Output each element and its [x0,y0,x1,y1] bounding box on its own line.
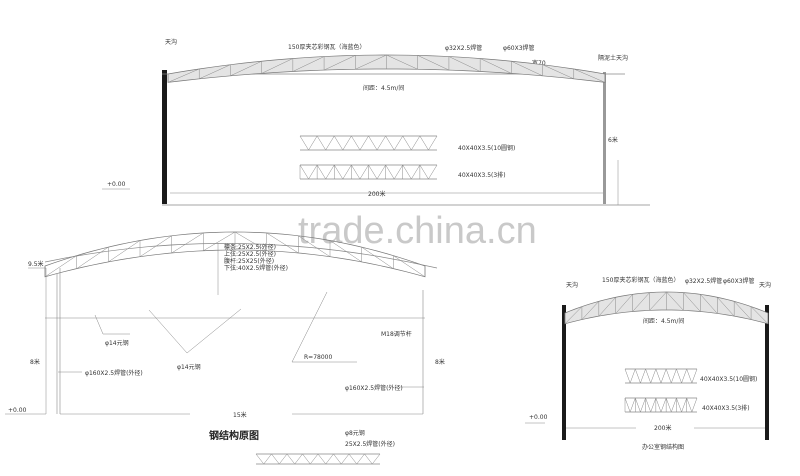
arched-truss-drawing: 9.5米 檩条:25X2.5(外径) 上弦:25X2.5(外径) 腹杆:25X2… [5,231,445,465]
top-roof-truss-diagonal [573,68,606,83]
spacing-label: 间距：4.5m/间 [363,84,404,92]
arched-truss-diagonal [234,231,267,251]
top-roof-truss-diagonal [292,56,325,72]
office-truss-b-web [624,397,698,413]
pipe-small-label: φ32X2.5焊管 [685,277,722,285]
pipe-large-label: φ60X3焊管 [723,277,755,285]
level-label: +0.00 [107,181,126,188]
right-column [765,305,769,440]
office-roof-truss-diagonal [598,297,616,317]
height-right-label: 8米 [435,358,445,366]
drawing-title: 办公室钢结构图 [642,443,684,451]
roof-panel-label: 150厚夹芯彩钢瓦（海蓝色） [288,43,365,51]
office-roof-truss-diagonal [683,292,701,312]
top-roof-truss-diagonal [167,68,200,83]
office-roof-truss-diagonal [700,294,718,314]
spacing-label: 间距：4.5m/间 [643,317,684,325]
arched-truss-diagonal [361,246,394,269]
radius-label: R=78000 [304,354,332,361]
office-roof-truss-diagonal [750,306,769,324]
top-roof-truss-diagonal [230,60,262,77]
member-label-3: 腹杆:25X25(外径) [224,257,274,265]
gutter-right-label: 天沟 [759,281,771,289]
watermark: trade.china.cn [298,210,537,252]
office-truss-drawing: 天沟 150厚夹芯彩钢瓦（海蓝色） φ32X2.5焊管 φ60X3焊管 天沟 间… [525,276,771,451]
office-roof-truss-diagonal [615,294,633,314]
arched-truss-diagonal [393,255,426,278]
height-left-label: 8米 [30,358,40,366]
arched-truss-diagonal [171,232,204,254]
height-top-label: 9.5米 [28,260,44,268]
top-roof-truss-diagonal [355,54,387,70]
top-roof-truss-diagonal [417,55,450,71]
truss-a-label: 40X40X3.5(10圆钢) [700,375,757,383]
top-roof-truss-diagonal [386,54,418,70]
top-roof-truss-diagonal [199,64,231,80]
office-roof-truss-diagonal [649,291,667,311]
span-label: 15米 [233,411,247,419]
arched-truss-diagonal [203,231,236,251]
top-roof-truss-diagonal [480,58,512,74]
truss-a-label: 40X40X3.5(10圆钢) [458,144,515,152]
width-label: 宽70 [532,59,546,67]
rod-a-label: φ14元钢 [105,339,129,347]
roof-panel-label: 150厚夹芯彩钢瓦（海蓝色） [602,276,679,284]
top-roof-truss-diagonal [511,60,543,77]
top-roof-truss-diagonal [323,55,356,71]
truss-b-label: 40X40X3.5(3排) [458,171,506,179]
adjust-rod-label: M18调节杆 [381,330,412,338]
office-truss-a-web [624,368,698,384]
level-label: +0.00 [8,407,27,414]
truss-b-web [299,164,438,180]
member-label-4: 下弦:40X2.5焊管(外径) [224,264,288,272]
truss-b-label: 40X40X3.5(3排) [702,404,750,412]
top-roof-truss-diagonal [448,56,481,72]
leader-line [94,314,130,335]
member-label-1: 檩条:25X2.5(外径) [224,243,276,251]
office-roof-truss-diagonal [666,291,684,311]
member-label-2: 上弦:25X2.5(外径) [224,250,276,258]
column-right-label: φ160X2.5焊管(外径) [345,384,403,392]
drawing-title: 钢结构原图 [209,429,259,442]
top-roof-truss-diagonal [542,64,574,80]
leader-line [148,308,242,354]
detail-pipe-label: 25X2.5焊管(外径) [345,440,395,448]
detail-truss-web [255,453,381,465]
arched-truss-diagonal [76,246,109,269]
office-roof-truss-diagonal [717,297,735,317]
arched-truss-diagonal [44,255,77,278]
office-roof-truss-diagonal [632,292,650,312]
arched-truss-diagonal [298,235,331,257]
truss-a-web [299,135,438,151]
top-truss-drawing: 天沟 150厚夹芯彩钢瓦（海蓝色） φ32X2.5焊管 φ60X3焊管 宽70 … [102,38,650,206]
left-column [162,70,167,204]
top-roof-truss-diagonal [261,58,293,74]
leader-line [291,291,357,363]
left-column [562,305,566,440]
arched-truss-diagonal [266,232,299,254]
rod-b-label: φ14元钢 [177,363,201,371]
pipe-large-label: φ60X3焊管 [503,44,535,52]
gutter-left-label: 天沟 [566,281,578,289]
office-roof-truss-diagonal [733,301,752,320]
office-roof-truss-diagonal [564,306,583,324]
gutter-left-label: 天沟 [165,38,177,46]
detail-rod-label: φ8元钢 [345,429,365,437]
height-label: 6米 [608,136,618,144]
span-label: 200米 [368,190,385,198]
office-roof-truss-diagonal [581,301,600,320]
arched-truss-diagonal [108,240,141,263]
right-column [603,72,606,204]
level-label: +0.00 [529,414,548,421]
gutter-right-label: 隔泥土天沟 [598,54,628,62]
arc-outer [44,243,438,269]
column-left-label: φ160X2.5焊管(外径) [85,369,143,377]
pipe-small-label: φ32X2.5焊管 [445,44,482,52]
span-label: 200米 [654,424,671,432]
